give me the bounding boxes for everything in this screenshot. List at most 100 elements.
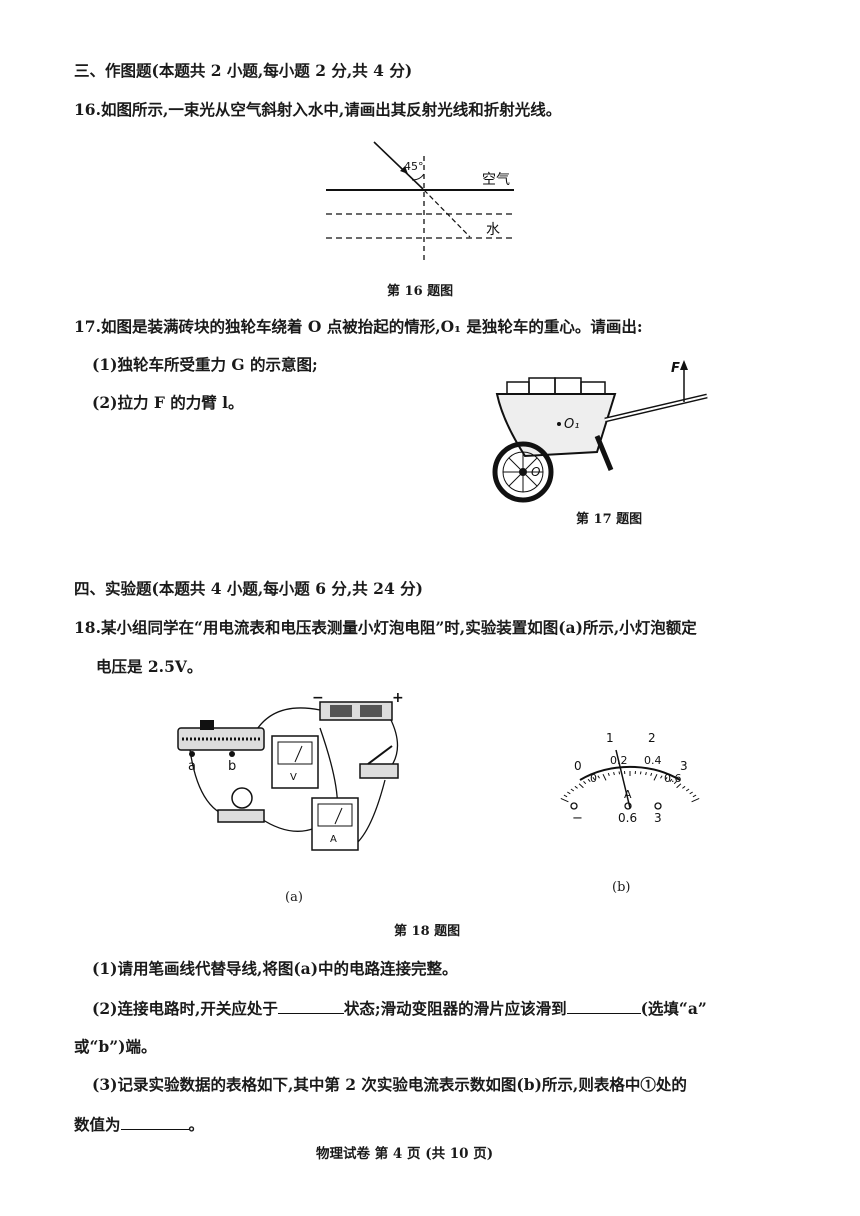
figure-18a-circuit: a b − + V A (177, 690, 404, 851)
terminal-minus-label: − (572, 811, 583, 826)
center-label: O₁ (564, 417, 579, 432)
lamp-bulb (231, 787, 253, 809)
question-18-sub-2-line-2: 或“b”)端。 (74, 1037, 157, 1056)
force-label: F (671, 361, 680, 376)
lower-scale-04: 0.4 (644, 754, 662, 767)
dial-tick (607, 772, 610, 776)
figure-16-diagram: 45° 空气 水 (326, 141, 514, 264)
dial-tick (650, 772, 653, 776)
brick (528, 377, 556, 395)
figure-18b-caption: (b) (612, 880, 631, 895)
dial-tick (592, 777, 596, 781)
upper-scale-1: 1 (606, 731, 614, 745)
sub-2-text-3: (选填“a” (640, 999, 707, 1018)
wire (389, 717, 399, 769)
question-18-sub-2: (2)连接电路时,开关应处于 状态;滑动变阻器的滑片应该滑到 (选填“a” (92, 997, 707, 1020)
brick (554, 377, 582, 395)
angle-label: 45° (404, 160, 424, 173)
terminal-a (189, 751, 195, 757)
dial-tick (567, 791, 571, 795)
figure-17-wheelbarrow: F O₁ O (492, 360, 708, 503)
figure-17-caption: 第 17 题图 (576, 512, 643, 527)
air-label: 空气 (482, 172, 510, 188)
dial-tick (691, 797, 700, 803)
dial-tick (676, 783, 682, 789)
handle-inner (604, 395, 708, 421)
wheel-spoke (508, 457, 538, 487)
terminal-3-label: 3 (654, 811, 662, 825)
dial-tick (574, 785, 578, 789)
terminal-minus (570, 802, 578, 810)
switch (359, 763, 399, 779)
dial-ticks (560, 771, 700, 803)
dial-tick (587, 778, 591, 783)
dial-unit: A (624, 788, 632, 801)
battery-cell (360, 705, 382, 717)
figure-18-caption: 第 18 题图 (394, 924, 461, 939)
switch-lever (367, 745, 393, 765)
dial-tick (692, 794, 697, 798)
battery-plus: + (392, 690, 404, 706)
incident-ray-arrow-icon (400, 166, 408, 174)
terminal-b (229, 751, 235, 757)
question-18-text-line-1: 18.某小组同学在“用电流表和电压表测量小灯泡电阻”时,实验装置如图(a)所示,… (74, 618, 697, 637)
battery-minus: − (312, 690, 324, 706)
terminal-3 (654, 802, 662, 810)
question-17-text: 17.如图是装满砖块的独轮车绕着 O 点被抬起的情形,O₁ 是独轮车的重心。请画… (74, 317, 643, 336)
upper-scale-2: 2 (648, 731, 656, 745)
label-b: b (228, 759, 236, 774)
lamp-holder (217, 809, 265, 823)
lower-scale-0: 0 (590, 772, 597, 785)
figure-18a-caption: (a) (285, 890, 303, 905)
sub-2-text-1: (2)连接电路时,开关应处于 (92, 999, 278, 1018)
barrow-tray (495, 393, 617, 458)
section-3-title: 三、作图题(本题共 2 小题,每小题 2 分,共 4 分) (74, 61, 413, 80)
ammeter-needle (334, 807, 343, 825)
dial-tick (597, 775, 600, 779)
lower-scale-02: 0.2 (610, 754, 628, 767)
wheel (492, 441, 554, 503)
sub-3-prefix: 数值为 (74, 1115, 121, 1134)
rheostat-slider (200, 720, 214, 730)
sub-3-suffix: 。 (188, 1115, 205, 1134)
dial-tick (639, 771, 642, 775)
pivot-label: O (531, 465, 540, 479)
dial-tick (613, 771, 615, 776)
question-18-sub-3-line-2: 数值为 。 (74, 1113, 204, 1136)
ammeter-symbol: A (330, 834, 337, 845)
dial-arc (579, 765, 681, 781)
dial-tick (673, 781, 677, 785)
lower-scale-06: 0.6 (664, 772, 682, 785)
ammeter-dial (317, 803, 353, 827)
center-of-gravity-dot (557, 422, 561, 426)
figure-16-caption: 第 16 题图 (387, 284, 454, 299)
sub-2-text-2: 状态;滑动变阻器的滑片应该滑到 (343, 999, 567, 1018)
dial-tick (583, 781, 587, 785)
voltmeter-needle (294, 745, 303, 763)
dial-tick (682, 785, 686, 789)
support-leg (594, 435, 614, 471)
dial-tick (578, 783, 584, 789)
dial-tick (645, 771, 647, 776)
figure-18b-ammeter-dial: 0 1 2 3 0 0.2 0.4 0.6 A − 0.6 3 (560, 731, 700, 826)
dial-tick (689, 791, 693, 795)
section-4-title: 四、实验题(本题共 4 小题,每小题 6 分,共 24 分) (74, 579, 423, 598)
dial-tick (664, 777, 668, 781)
question-17-item-1: (1)独轮车所受重力 G 的示意图; (92, 355, 318, 374)
answer-blank-slider-end[interactable] (566, 997, 641, 1014)
answer-blank-current-value[interactable] (120, 1113, 189, 1130)
dial-tick (653, 773, 658, 781)
dial-tick (602, 773, 607, 781)
angle-arc (411, 173, 425, 181)
dial-tick (563, 794, 568, 798)
voltmeter-dial (277, 741, 313, 765)
answer-blank-switch-state[interactable] (277, 997, 344, 1014)
page-footer: 物理试卷 第 4 页 (共 10 页) (316, 1146, 494, 1162)
water-label: 水 (486, 222, 500, 238)
terminal-06 (624, 802, 632, 810)
question-17-item-2: (2)拉力 F 的力臂 l。 (92, 393, 244, 412)
question-18-text-line-2: 电压是 2.5V。 (96, 657, 203, 676)
voltmeter-symbol: V (290, 772, 297, 783)
upper-scale-3: 3 (680, 759, 688, 773)
upper-scale-0: 0 (574, 759, 582, 773)
